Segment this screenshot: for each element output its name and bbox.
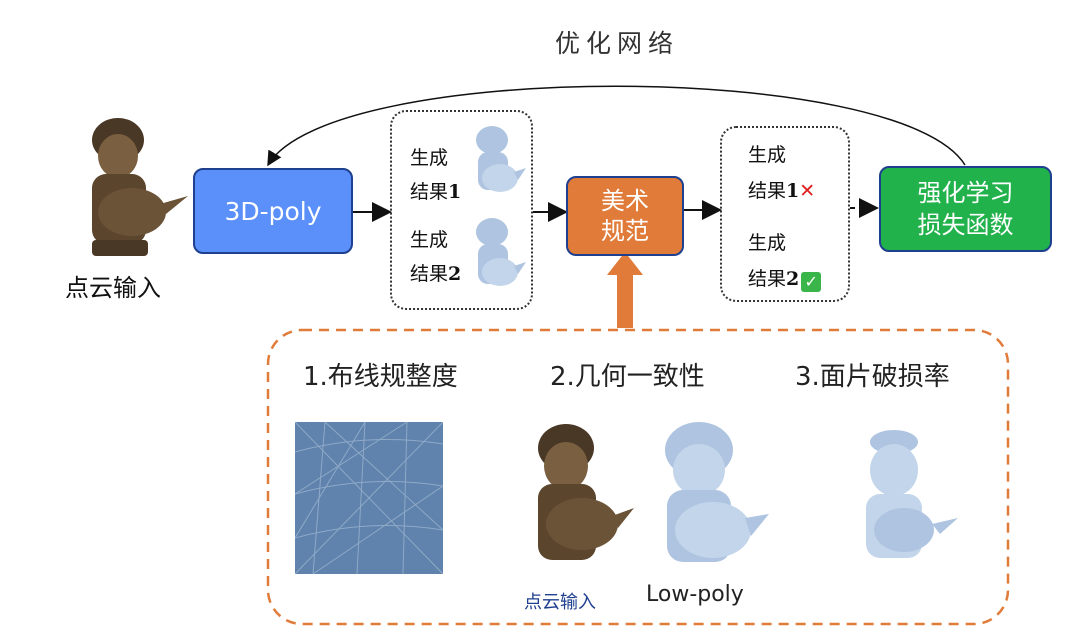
rl-loss-box: 强化学习 损失函数 [879, 166, 1052, 252]
judged-2-line2: 结果2✓ [748, 264, 822, 292]
result-1-mesh [476, 126, 526, 192]
result-2-mesh [476, 218, 526, 286]
result-2-line2: 结果2 [410, 263, 462, 285]
criterion-breakage: 3.面片破损率 [795, 362, 950, 392]
wireframe-mesh-image [295, 422, 443, 574]
judged-group [720, 126, 850, 302]
result-2-line1: 生成 [410, 229, 449, 251]
judged-1-line1: 生成 [748, 144, 787, 166]
results-group [390, 110, 533, 310]
result-1-line1: 生成 [410, 147, 449, 169]
result-1-line2: 结果1 [410, 181, 462, 203]
geometry-pointcloud-image [538, 424, 634, 560]
broken-mesh-image [866, 430, 958, 558]
pointcloud-figure [92, 118, 188, 256]
pointcloud-sublabel: 点云输入 [524, 592, 596, 613]
geometry-lowpoly-image [665, 422, 769, 562]
judged-1-line2: 结果1✕ [748, 180, 816, 202]
rl-loss-line2: 损失函数 [917, 211, 1014, 239]
reject-icon: ✕ [799, 180, 816, 202]
rl-loss-line1: 强化学习 [917, 179, 1014, 207]
input-label: 点云输入 [65, 274, 161, 302]
criterion-geometry: 2.几何一致性 [550, 362, 705, 392]
model-box-3d-poly: 3D-poly [193, 168, 353, 254]
judged-2-line1: 生成 [748, 232, 787, 254]
criterion-wiring: 1.布线规整度 [303, 362, 458, 392]
art-spec-box: 美术 规范 [566, 176, 684, 256]
accept-icon: ✓ [801, 272, 822, 292]
criteria-up-arrow [607, 252, 643, 328]
criteria-panel [266, 328, 1010, 626]
art-spec-line2: 规范 [601, 217, 649, 245]
feedback-arrow [267, 85, 966, 167]
model-box-label: 3D-poly [224, 196, 322, 226]
lowpoly-sublabel: Low-poly [646, 582, 744, 607]
diagram-title: 优化网络 [555, 29, 680, 58]
art-spec-line1: 美术 [601, 187, 649, 215]
